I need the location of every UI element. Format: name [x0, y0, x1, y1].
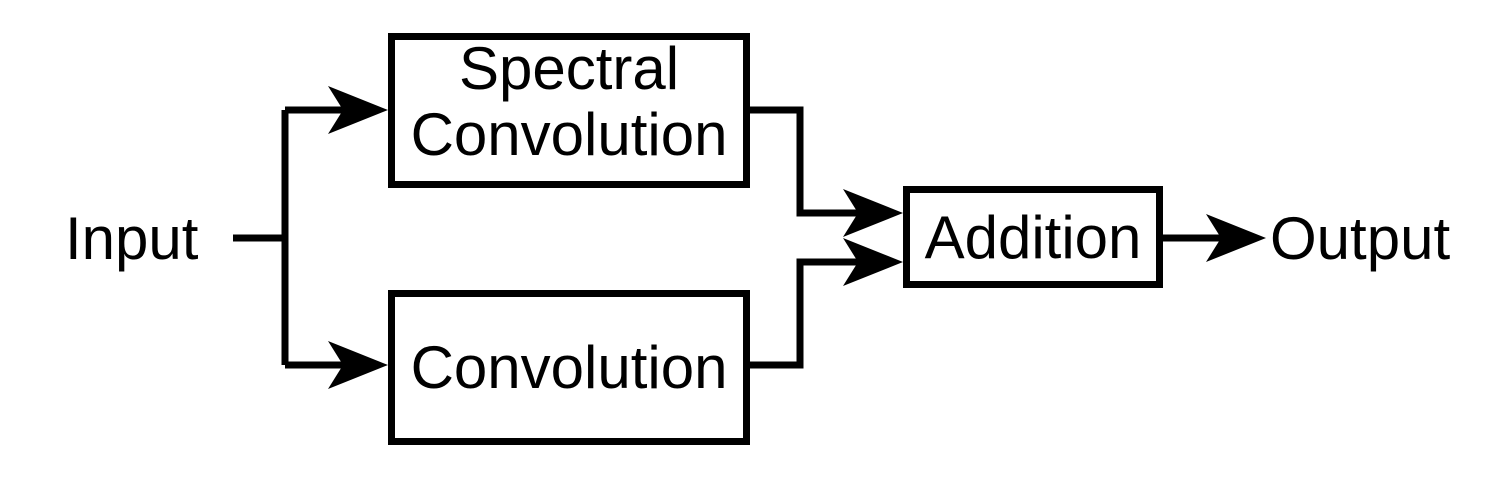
block-spectral-convolution-label-line1: Spectral [459, 35, 679, 102]
wire-convolution-to-addition [750, 258, 865, 369]
block-addition-label: Addition [925, 204, 1142, 271]
block-addition[interactable] [903, 186, 1163, 288]
wire-spectral-to-addition [750, 106, 865, 217]
block-spectral-convolution[interactable] [388, 33, 750, 188]
arrowhead-convolution-into-addition [843, 238, 903, 286]
input-label: Input [65, 205, 199, 272]
arrowhead-spectral-into-addition [843, 189, 903, 237]
arrowhead-into-spectral-convolution [328, 86, 388, 134]
block-spectral-convolution-label-line2: Convolution [411, 101, 728, 168]
arrowhead-into-output [1206, 214, 1266, 262]
arrowhead-into-convolution [328, 341, 388, 389]
block-convolution[interactable] [388, 290, 750, 445]
output-label: Output [1270, 205, 1450, 272]
block-convolution-label-line1: Convolution [411, 334, 728, 401]
